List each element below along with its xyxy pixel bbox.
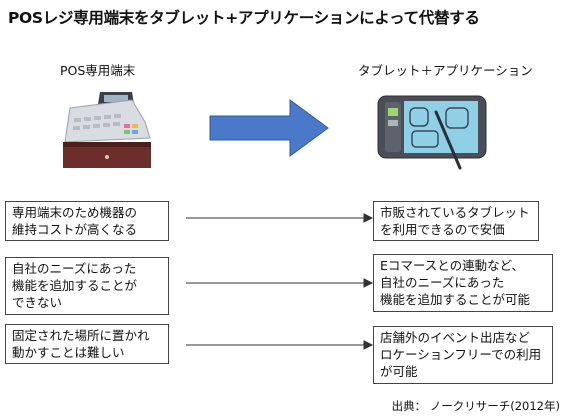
left-box-1-line-1: 専用端末のため機器の (12, 205, 138, 220)
source-citation: 出典： ノークリサーチ(2012年) (391, 399, 560, 413)
left-box-1: 専用端末のため機器の 維持コストが高くなる (5, 201, 169, 241)
right-box-3: 店舗外のイベント出店など ロケーションフリーでの利用 が可能 (373, 326, 553, 384)
left-box-3-line-1: 固定された場所に置かれ (12, 328, 150, 343)
right-box-2: Eコマースとの連動など、 自社のニーズにあった 機能を追加することが可能 (373, 254, 553, 312)
left-column-header: POS専用端末 (60, 63, 136, 78)
left-box-2-line-2: 機能を追加することが (12, 278, 138, 293)
right-box-3-line-3: が可能 (380, 364, 418, 379)
right-box-2-line-1: Eコマースとの連動など、 (380, 258, 525, 273)
right-box-1: 市販されているタブレット を利用できるので安価 (373, 201, 539, 241)
right-box-2-line-3: 機能を追加することが可能 (380, 292, 531, 307)
right-box-2-line-2: 自社のニーズにあった (380, 275, 505, 290)
right-box-1-line-1: 市販されているタブレット (380, 205, 530, 220)
page-title: POSレジ専用端末をタブレット+アプリケーションによって代替する (8, 9, 480, 27)
right-box-3-line-2: ロケーションフリーでの利用 (380, 347, 542, 362)
right-box-3-line-1: 店舗外のイベント出店など (380, 330, 531, 345)
tablet-with-stylus-icon (377, 95, 487, 170)
right-arrow-icon (209, 99, 329, 157)
row-1-connector-arrow (186, 213, 374, 223)
left-box-3: 固定された場所に置かれ 動かすことは難しい (5, 324, 169, 364)
cash-register-icon (63, 92, 151, 168)
right-column-header: タブレット＋アプリケーション (358, 63, 533, 78)
left-box-3-line-2: 動かすことは難しい (12, 345, 125, 360)
right-box-1-line-2: を利用できるので安価 (380, 222, 505, 237)
left-box-2: 自社のニーズにあった 機能を追加することが できない (5, 257, 169, 315)
left-box-2-line-3: できない (12, 295, 63, 310)
row-3-connector-arrow (186, 340, 374, 350)
row-2-connector-arrow (186, 278, 374, 288)
left-box-2-line-1: 自社のニーズにあった (12, 261, 137, 276)
left-box-1-line-2: 維持コストが高くなる (12, 222, 138, 237)
